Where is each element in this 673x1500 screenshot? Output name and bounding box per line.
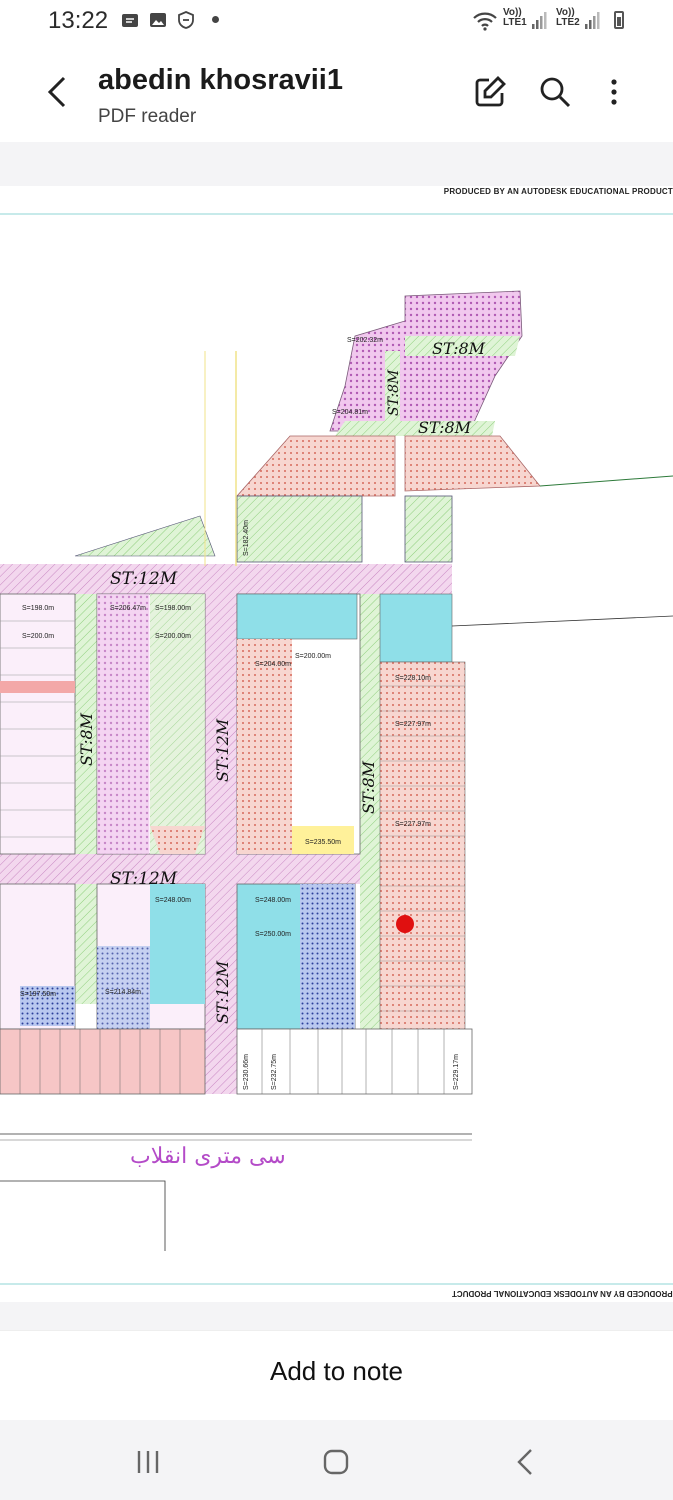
more-vert-icon[interactable]: [594, 72, 634, 112]
watermark-top: PRODUCED BY AN AUTODESK EDUCATIONAL PROD…: [443, 187, 673, 196]
lot-label: S=202.32m: [347, 337, 383, 344]
lot-label: S=235.50m: [305, 839, 341, 846]
lot-label: S=198.0m: [22, 605, 54, 612]
lot-label: S=229.17m: [453, 1054, 460, 1090]
status-bar: 13:22 Vo)) LTE1 Vo)) LTE2: [0, 0, 673, 42]
location-marker: [396, 915, 414, 933]
road-label: سی متری انقلاب: [130, 1144, 286, 1169]
whatsapp-icon: [122, 14, 138, 27]
lot-label: S=250.00m: [255, 931, 291, 938]
street-label: ST:8M: [418, 418, 472, 437]
search-icon[interactable]: [535, 72, 575, 112]
status-time: 13:22: [48, 7, 109, 34]
lot-label: S=214.84m: [105, 989, 141, 996]
lot-label: S=204.00m: [255, 661, 291, 668]
street-label: ST:8M: [432, 339, 486, 358]
lot-label: S=206.47m: [110, 605, 146, 612]
pdf-viewer[interactable]: PRODUCED BY AN AUTODESK EDUCATIONAL PROD…: [0, 142, 673, 1330]
lot-label: S=230.66m: [243, 1054, 250, 1090]
back-arrow-icon[interactable]: [36, 70, 80, 114]
lot-label: S=197.50m: [20, 991, 56, 998]
street-label: ST:8M: [386, 369, 402, 416]
street-label: ST:8M: [77, 712, 96, 766]
street-label: ST:12M: [213, 718, 232, 782]
street-label: ST:8M: [359, 760, 378, 814]
signal-icon: [585, 12, 600, 29]
battery-icon: [614, 11, 624, 29]
back-icon[interactable]: [506, 1442, 546, 1482]
lot-label: S=248.00m: [255, 897, 291, 904]
dot-icon: [212, 16, 219, 23]
lot-label: S=204.81m: [332, 409, 368, 416]
street-label: ST:12M: [110, 869, 178, 889]
sim1-label: Vo)) LTE1: [503, 7, 527, 28]
lot-label: S=198.00m: [155, 605, 191, 612]
watermark-bottom: PRODUCED BY AN AUTODESK EDUCATIONAL PROD…: [452, 1289, 673, 1298]
app-header: abedin khosravii1 PDF reader: [0, 42, 673, 142]
lot-label: S=228.10m: [395, 675, 431, 682]
gallery-icon: [150, 13, 166, 27]
site-plan: ST:8M ST:8M ST:8M ST:12M ST:12M ST:8M ST…: [0, 213, 673, 1285]
system-nav-bar: [0, 1420, 673, 1500]
document-subtitle: PDF reader: [98, 106, 197, 127]
shield-icon: [178, 11, 194, 29]
lot-label: S=227.97m: [395, 721, 431, 728]
add-to-note-button[interactable]: Add to note: [0, 1355, 673, 1388]
wifi-icon: [473, 12, 497, 31]
street-label: ST:12M: [110, 569, 178, 589]
document-title: abedin khosravii1: [98, 64, 343, 96]
lot-label: S=227.97m: [395, 821, 431, 828]
lot-label: S=182.40m: [243, 520, 250, 556]
lot-label: S=200.0m: [22, 633, 54, 640]
sim2-label: Vo)) LTE2: [556, 7, 580, 28]
edit-icon[interactable]: [470, 72, 510, 112]
lot-label: S=200.00m: [295, 653, 331, 660]
street-label: ST:12M: [213, 960, 232, 1024]
pdf-page: PRODUCED BY AN AUTODESK EDUCATIONAL PROD…: [0, 186, 673, 1302]
lot-label: S=248.00m: [155, 897, 191, 904]
lot-label: S=232.75m: [271, 1054, 278, 1090]
recents-icon[interactable]: [128, 1442, 168, 1482]
bottom-action-bar: Add to note: [0, 1330, 673, 1421]
lot-label: S=200.00m: [155, 633, 191, 640]
signal-icon: [532, 12, 547, 29]
home-icon[interactable]: [316, 1442, 356, 1482]
